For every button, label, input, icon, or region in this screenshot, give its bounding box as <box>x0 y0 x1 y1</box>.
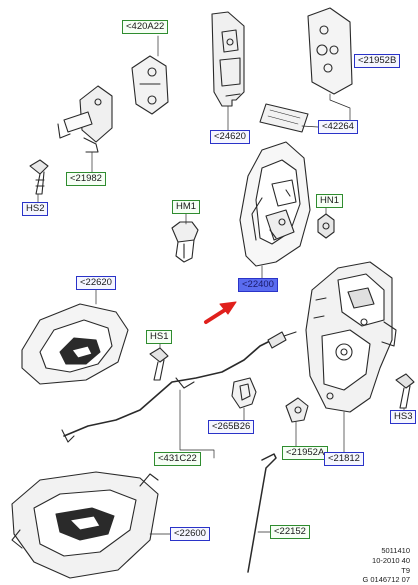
part-screw-hs1 <box>149 347 169 381</box>
part-label-21812[interactable]: <21812 <box>324 452 364 466</box>
part-door-latch <box>305 261 397 413</box>
part-label-431C22[interactable]: <431C22 <box>154 452 201 466</box>
part-hinge-bracket <box>57 85 113 153</box>
part-label-HS1[interactable]: HS1 <box>146 330 173 344</box>
part-foam-strip <box>259 103 309 133</box>
part-label-420A22[interactable]: <420A22 <box>122 20 169 34</box>
part-label-HS3[interactable]: HS3 <box>390 410 417 424</box>
part-label-HN1[interactable]: HN1 <box>316 194 344 208</box>
part-release-cable <box>61 331 297 443</box>
part-label-22152[interactable]: <22152 <box>270 525 310 539</box>
part-label-21952B[interactable]: <21952B <box>354 54 401 68</box>
part-tall-bracket <box>211 11 245 107</box>
reference-number: 5011410 <box>381 546 410 555</box>
part-screw-hs2 <box>29 159 49 195</box>
part-label-42264[interactable]: <42264 <box>318 120 358 134</box>
leader-lines <box>37 35 405 535</box>
pointer-arrow <box>204 301 237 324</box>
reference-code: T9 <box>401 566 410 575</box>
part-label-21952A[interactable]: <21952A <box>282 446 329 460</box>
part-nut-hn1 <box>317 213 335 239</box>
part-label-265B26[interactable]: <265B26 <box>208 420 255 434</box>
part-label-24620[interactable]: <24620 <box>210 130 250 144</box>
part-label-HM1[interactable]: HM1 <box>172 200 201 214</box>
part-label-22620[interactable]: <22620 <box>76 276 116 290</box>
part-outer-handle <box>11 471 159 579</box>
part-label-21982[interactable]: <21982 <box>66 172 106 186</box>
part-clip-hm1 <box>171 221 199 263</box>
part-gasket-a <box>285 397 309 423</box>
part-bracket-plate <box>131 55 169 115</box>
reference-date: 10-2010 40 <box>372 556 410 565</box>
part-label-22400-selected[interactable]: <22400 <box>238 278 278 292</box>
part-control-rod <box>247 453 277 573</box>
part-gasket-b <box>307 7 353 95</box>
part-screw-hs3 <box>395 373 415 409</box>
reference-catalog: G 0146712 07 <box>362 575 410 584</box>
part-label-22600[interactable]: <22600 <box>170 527 210 541</box>
part-inner-handle <box>239 141 311 267</box>
part-label-HS2[interactable]: HS2 <box>22 202 49 216</box>
part-handle-bezel <box>21 303 129 385</box>
part-cable-clip <box>231 377 257 409</box>
